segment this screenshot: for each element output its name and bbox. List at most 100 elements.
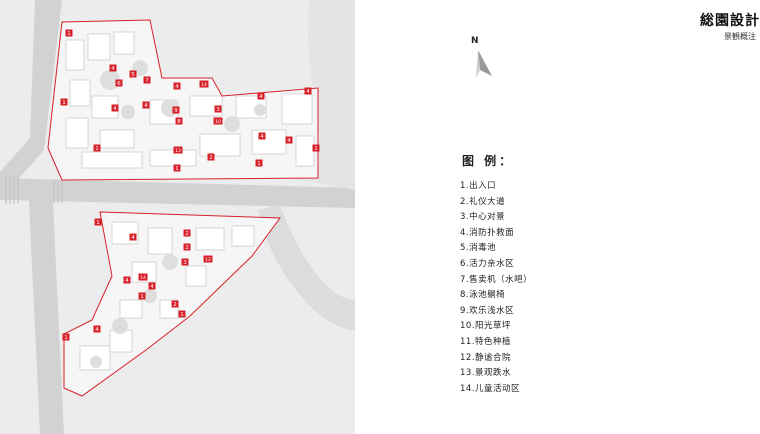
plan-marker: 4	[129, 233, 137, 241]
legend-item: 14.儿童活动区	[460, 383, 521, 394]
plan-marker-label: 4	[113, 106, 117, 112]
plan-marker-label: 1	[314, 146, 318, 152]
plan-marker-label: 4	[287, 138, 291, 144]
plan-marker-label: 9	[174, 108, 178, 114]
plan-marker-label: 7	[145, 78, 149, 84]
north-label: N	[471, 36, 479, 46]
plan-marker: 10	[213, 117, 223, 125]
road-diagonal	[0, 0, 62, 200]
plan-marker-label: 13	[175, 148, 181, 154]
legend-title: 图 例：	[462, 154, 515, 168]
crosswalks	[5, 176, 63, 204]
plan-marker: 4	[173, 82, 181, 90]
plan-marker-label: 4	[260, 134, 264, 140]
plan-marker: 4	[111, 104, 119, 112]
plan-marker: 13	[173, 146, 183, 154]
plan-marker: 3	[181, 258, 189, 266]
plan-marker: 4	[148, 282, 156, 290]
north-arrow: N	[468, 36, 498, 86]
plan-marker: 1	[65, 29, 73, 37]
plan-marker: 1	[138, 292, 146, 300]
plan-marker-label: 4	[259, 94, 263, 100]
plan-marker-label: 1	[64, 335, 68, 341]
south-block-boundary	[63, 211, 281, 397]
plan-marker: 14	[138, 273, 148, 281]
plan-marker-label: 1	[67, 31, 71, 37]
plan-marker-label: 8	[177, 119, 181, 125]
plan-marker: 1	[60, 98, 68, 106]
plan-marker-label: 5	[131, 72, 135, 78]
plan-marker-label: 4	[306, 89, 310, 95]
legend-item: 11.特色种植	[460, 336, 512, 347]
plan-marker-label: 1	[96, 220, 100, 226]
north-block-buildings	[65, 31, 315, 169]
legend-item: 13.景观跌水	[460, 368, 512, 379]
north-arrow-icon	[476, 50, 492, 78]
legend-item: 12.静谧合院	[460, 352, 512, 363]
plan-marker: 4	[285, 136, 293, 144]
plan-marker: 1	[255, 159, 263, 167]
legend-item: 8.泳池躺椅	[460, 290, 506, 301]
legend-item: 2.礼仪大道	[460, 196, 506, 207]
plan-marker: 1	[94, 218, 102, 226]
plan-marker-label: 1	[62, 100, 66, 106]
legend-item: 5.消毒池	[460, 243, 497, 254]
plan-marker: 5	[129, 70, 137, 78]
plan-marker-label: 3	[216, 107, 220, 113]
plan-marker: 1	[312, 144, 320, 152]
plan-marker-label: 14	[201, 82, 207, 88]
plan-marker-label: 14	[140, 275, 146, 281]
brand-name: 総園設計	[700, 13, 760, 29]
plan-marker: 4	[109, 64, 117, 72]
road-southeast	[258, 205, 355, 330]
plan-marker: 6	[115, 79, 123, 87]
plan-marker-label: 4	[95, 327, 99, 333]
plan-marker: 9	[172, 106, 180, 114]
plan-marker: 4	[93, 325, 101, 333]
legend-item: 9.欢乐浅水区	[460, 305, 515, 316]
plan-marker-label: 2	[185, 245, 189, 251]
legend-item: 3.中心对景	[460, 212, 506, 223]
legend-item: 10.阳光草坪	[460, 321, 512, 332]
legend-item: 7.售卖机（水吧）	[460, 274, 533, 285]
plan-marker-label: 4	[144, 103, 148, 109]
plan-marker: 2	[183, 243, 191, 251]
plan-marker-label: 4	[125, 278, 129, 284]
plan-marker: 4	[123, 276, 131, 284]
plan-marker: 2	[171, 300, 179, 308]
legend-item: 4.消防扑救面	[460, 227, 515, 238]
plan-marker: 12	[203, 255, 213, 263]
plan-marker: 1	[173, 164, 181, 172]
north-block-boundary	[47, 19, 319, 181]
plan-marker-label: 1	[180, 312, 184, 318]
plan-marker: 8	[175, 117, 183, 125]
plan-marker: 14	[199, 80, 209, 88]
plan-marker-label: 1	[95, 146, 99, 152]
brand-subtitle: 景観概注	[724, 32, 756, 41]
plan-marker: 4	[258, 132, 266, 140]
legend-item: 1.出入口	[460, 181, 497, 191]
legend-item: 6.活力亲水区	[460, 258, 515, 269]
plan-marker: 7	[143, 76, 151, 84]
road-vertical	[28, 180, 64, 434]
plan-marker-label: 1	[257, 161, 261, 167]
plan-marker-label: 12	[205, 257, 211, 263]
plan-marker-label: 6	[117, 81, 121, 87]
plan-marker-label: 2	[173, 302, 177, 308]
plan-marker: 1	[62, 333, 70, 341]
plan-marker: 1	[93, 144, 101, 152]
plan-marker-label: 1	[175, 166, 179, 172]
legend-list: 1.出入口 2.礼仪大道 3.中心对景 4.消防扑救面 5.消毒池 6.活力亲水…	[460, 179, 532, 397]
south-block-greenery	[90, 254, 178, 368]
legend: 图 例： 1.出入口 2.礼仪大道 3.中心对景 4.消防扑救面 5.消毒池 6…	[460, 152, 532, 397]
plan-marker-label: 2	[185, 231, 189, 237]
plan-marker: 3	[214, 105, 222, 113]
plan-marker-label: 4	[150, 284, 154, 290]
plan-marker: 2	[183, 229, 191, 237]
plan-marker-label: 10	[215, 119, 221, 125]
brand-logo: 総園設計 景観概注	[700, 10, 760, 42]
plan-marker: 1	[178, 310, 186, 318]
plan-marker-label: 2	[209, 155, 213, 161]
